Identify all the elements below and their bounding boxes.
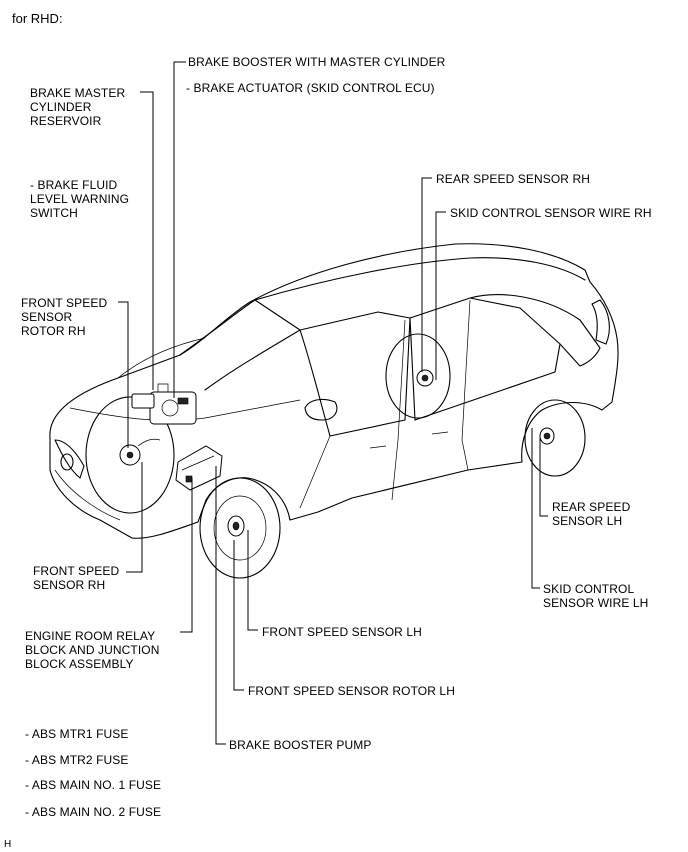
label-rear-speed-sensor-lh: REAR SPEED SENSOR LH — [552, 500, 631, 528]
label-rear-speed-sensor-rh: REAR SPEED SENSOR RH — [436, 172, 591, 186]
fuse-item: - ABS MAIN NO. 2 FUSE — [25, 805, 162, 819]
fuse-item: - ABS MTR2 FUSE — [25, 753, 129, 767]
brake-booster-assembly — [131, 383, 197, 425]
label-fluid-warning-switch: - BRAKE FLUID LEVEL WARNING SWITCH — [30, 178, 130, 220]
label-front-speed-sensor-lh: FRONT SPEED SENSOR LH — [262, 625, 422, 639]
label-front-speed-rotor-rh: FRONT SPEED SENSOR ROTOR RH — [21, 296, 108, 338]
label-brake-actuator: - BRAKE ACTUATOR (SKID CONTROL ECU) — [186, 81, 435, 95]
fuse-item: - ABS MTR1 FUSE — [25, 727, 129, 741]
rear-wheel-rh — [385, 333, 451, 419]
label-front-speed-rotor-lh: FRONT SPEED SENSOR ROTOR LH — [248, 684, 455, 698]
label-skid-wire-rh: SKID CONTROL SENSOR WIRE RH — [450, 206, 652, 220]
label-relay-block: ENGINE ROOM RELAY BLOCK AND JUNCTION BLO… — [25, 629, 160, 671]
label-brake-booster: BRAKE BOOSTER WITH MASTER CYLINDER — [188, 55, 446, 69]
front-sensor-rh-part — [119, 438, 161, 466]
relay-block — [175, 445, 223, 491]
diagram-header: for RHD: — [12, 11, 63, 26]
label-skid-wire-lh: SKID CONTROL SENSOR WIRE LH — [543, 582, 649, 610]
label-brake-booster-pump: BRAKE BOOSTER PUMP — [229, 738, 372, 752]
leader-lines — [118, 61, 548, 745]
label-front-speed-sensor-rh: FRONT SPEED SENSOR RH — [33, 564, 120, 592]
label-master-cylinder-reservoir: BRAKE MASTER CYLINDER RESERVOIR — [30, 86, 126, 128]
footer-code: H — [4, 839, 12, 850]
rear-wheel-lh — [524, 399, 586, 477]
fuse-item: - ABS MAIN NO. 1 FUSE — [25, 778, 162, 792]
front-wheel-lh — [199, 477, 281, 579]
car-outline — [49, 243, 619, 539]
